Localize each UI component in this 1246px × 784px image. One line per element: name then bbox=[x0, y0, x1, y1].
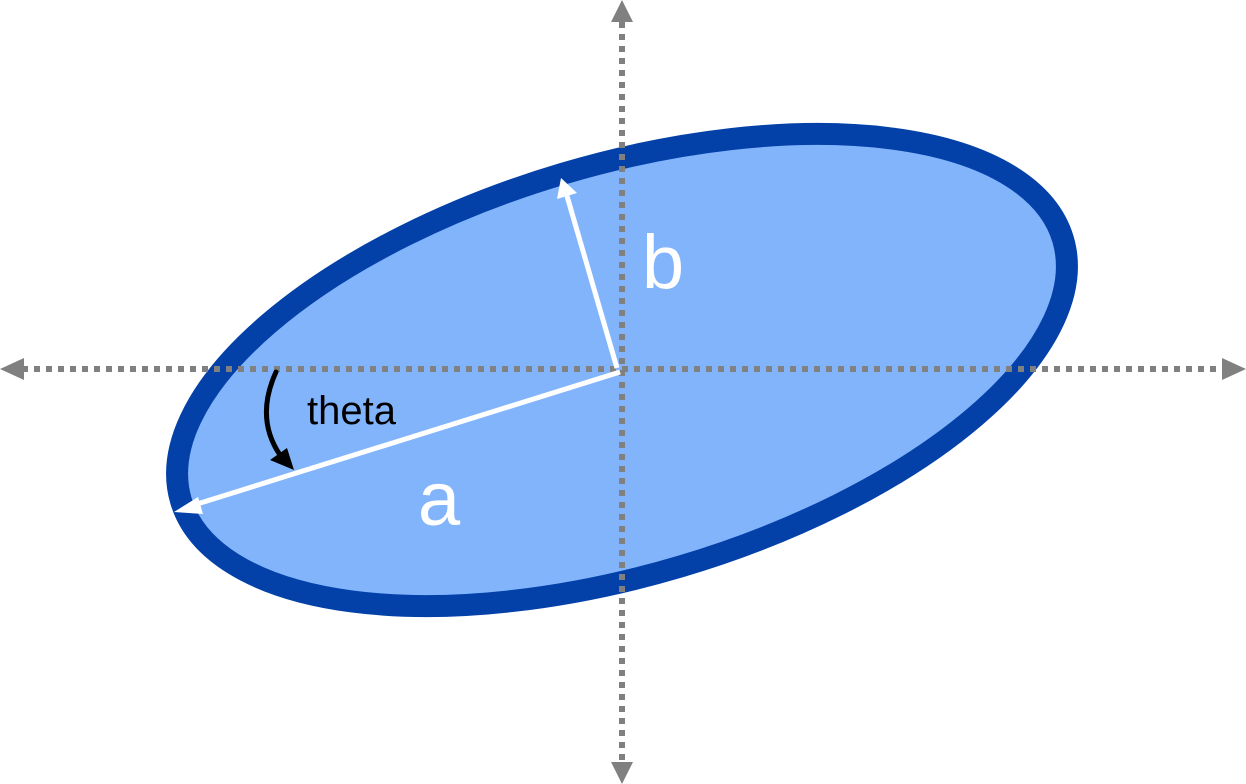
label-theta: theta bbox=[307, 389, 397, 433]
curved-arrow-icon bbox=[270, 448, 294, 470]
semi-major-arrowhead-icon bbox=[174, 497, 203, 514]
angle-arc bbox=[264, 369, 283, 458]
semi-minor-vector bbox=[564, 195, 620, 369]
label-a: a bbox=[418, 457, 461, 542]
axis-top-arrowhead-icon bbox=[611, 0, 633, 22]
semi-major-vector bbox=[193, 369, 621, 508]
label-b: b bbox=[642, 220, 684, 305]
axis-left-arrowhead-icon bbox=[0, 358, 24, 380]
axis-right-arrowhead-icon bbox=[1222, 358, 1246, 380]
semi-minor-arrowhead-icon bbox=[557, 178, 577, 199]
axis-bottom-arrowhead-icon bbox=[611, 762, 633, 784]
